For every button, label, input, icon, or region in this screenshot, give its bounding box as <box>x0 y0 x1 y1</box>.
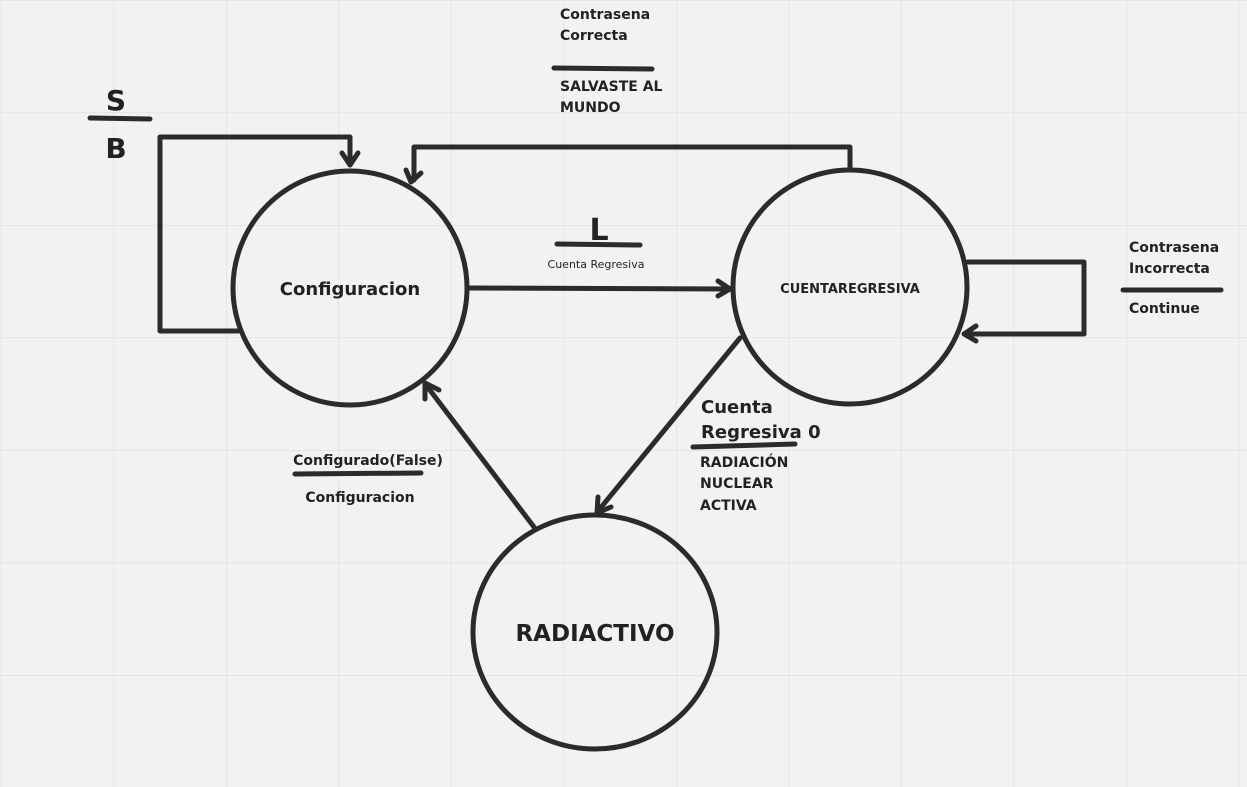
edge-cuenta-to-config[interactable] <box>411 144 853 183</box>
cuenta-to-radiactivo-input-line1: Cuenta <box>701 397 773 418</box>
cuenta-to-radiactivo-output-line1: RADIACIÓN <box>700 453 788 471</box>
radiactivo-to-config-output: Configuracion <box>305 490 414 506</box>
cuenta-to-config-input-line2: Correcta <box>560 28 628 44</box>
state-configuracion[interactable] <box>230 168 470 408</box>
edge-cuenta-self-loop[interactable] <box>963 259 1087 337</box>
cuenta-to-radiactivo-output-line3: ACTIVA <box>700 498 757 514</box>
cuenta-self-output: Continue <box>1129 301 1200 317</box>
config-self-input: S <box>106 84 126 117</box>
cuenta-to-config-input-line1: Contrasena <box>560 7 650 23</box>
divider-config-self <box>87 115 153 122</box>
arrowhead-config-to-cuenta <box>715 278 733 299</box>
state-radiactivo[interactable] <box>470 512 720 752</box>
cuenta-to-config-output-line1: SALVASTE AL <box>560 79 663 95</box>
cuenta-self-input-line2: Incorrecta <box>1129 261 1210 277</box>
arrowhead-radiactivo-to-config <box>422 380 442 402</box>
cuenta-to-radiactivo-input-line2: Regresiva 0 <box>701 422 821 443</box>
cuenta-to-config-output-line2: MUNDO <box>560 100 621 116</box>
arrowhead-config-self-loop <box>339 150 361 168</box>
arrowhead-cuenta-to-config <box>403 167 424 185</box>
divider-cuenta-to-radiactivo <box>690 441 798 450</box>
state-cuentaregresiva-label: CUENTAREGRESIVA <box>780 282 920 297</box>
divider-config-to-cuenta <box>554 241 643 248</box>
config-to-cuenta-output: Cuenta Regresiva <box>548 258 645 271</box>
state-radiactivo-label: RADIACTIVO <box>515 621 674 647</box>
config-self-output: B <box>105 132 126 165</box>
edge-cuenta-to-radiactivo[interactable] <box>595 335 743 514</box>
arrowhead-cuenta-self-loop <box>961 323 979 344</box>
edge-radiactivo-to-config[interactable] <box>423 382 537 530</box>
edge-config-self-loop[interactable] <box>157 134 353 334</box>
divider-radiactivo-to-config <box>292 470 424 477</box>
edge-config-to-cuenta[interactable] <box>467 285 733 292</box>
state-configuracion-label: Configuracion <box>280 279 420 300</box>
cuenta-to-radiactivo-output-line2: NUCLEAR <box>700 476 774 492</box>
divider-cuenta-to-config <box>551 65 655 72</box>
radiactivo-to-config-input: Configurado(False) <box>293 453 443 469</box>
cuenta-self-input-line1: Contrasena <box>1129 240 1219 256</box>
state-cuentaregresiva[interactable] <box>730 167 970 407</box>
config-to-cuenta-input: L <box>589 213 608 248</box>
